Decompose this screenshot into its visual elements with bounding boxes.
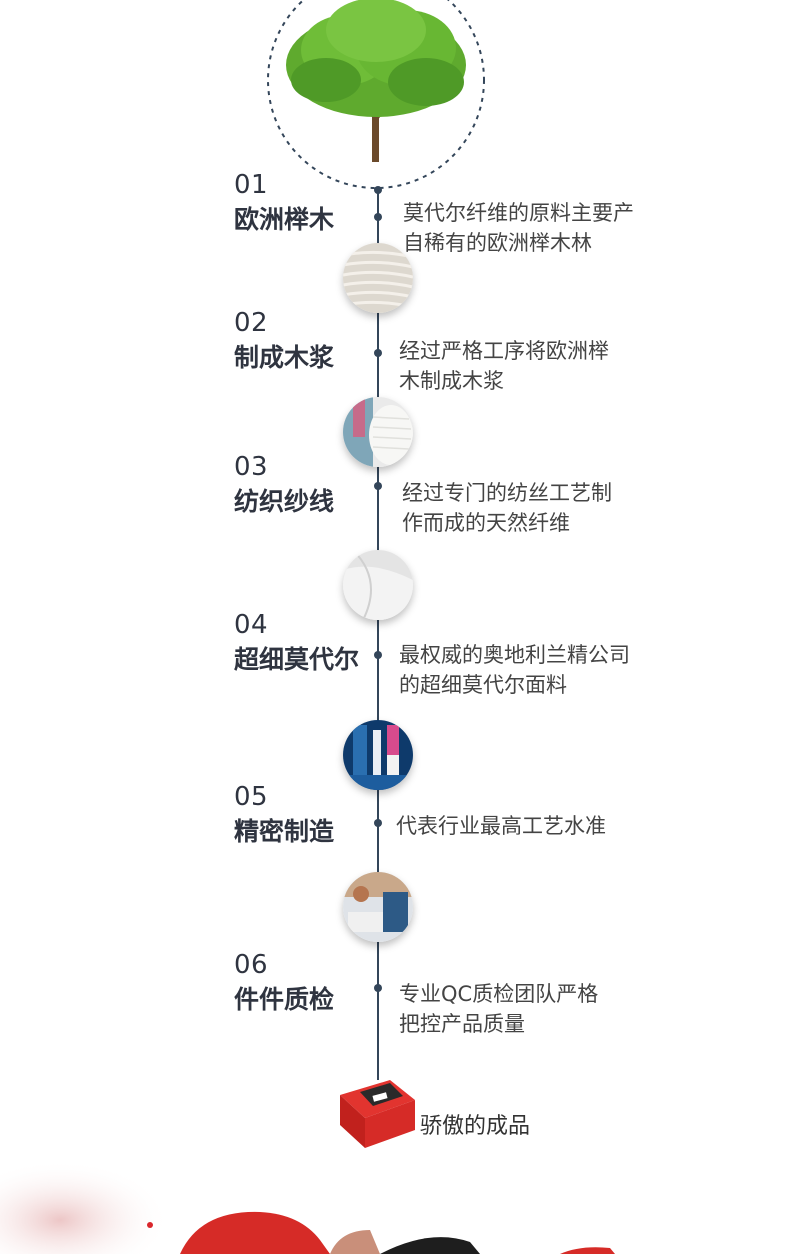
tree-icon	[266, 0, 486, 190]
yarn-icon	[343, 397, 413, 467]
step-description: 莫代尔纤维的原料主要产 自稀有的欧洲榉木林	[403, 198, 678, 258]
step-number: 06	[234, 950, 269, 980]
step-description: 经过严格工序将欧洲榉 木制成木浆	[399, 336, 674, 396]
wood-pulp-icon	[343, 243, 413, 313]
timeline-dot	[374, 213, 382, 221]
step-description-line: 专业QC质检团队严格	[399, 982, 599, 1006]
timeline-dot	[374, 651, 382, 659]
step-description: 专业QC质检团队严格 把控产品质量	[399, 979, 674, 1039]
fabric-icon	[343, 550, 413, 620]
step-description: 经过专门的纺丝工艺制 作而成的天然纤维	[402, 478, 677, 538]
step-number: 04	[234, 610, 269, 640]
step-number: 05	[234, 782, 269, 812]
timeline-line	[377, 190, 379, 1080]
inspection-icon	[343, 872, 413, 942]
timeline-dot	[374, 819, 382, 827]
step-description-line: 代表行业最高工艺水准	[396, 814, 606, 838]
step-description-line: 作而成的天然纤维	[402, 511, 570, 535]
step-number: 01	[234, 170, 269, 200]
step-description-line: 的超细莫代尔面料	[399, 673, 567, 697]
step-title: 制成木浆	[234, 343, 335, 372]
step-title: 件件质检	[234, 985, 335, 1014]
timeline-dot	[374, 349, 382, 357]
step-description-line: 最权威的奥地利兰精公司	[399, 643, 630, 667]
step-description-line: 把控产品质量	[399, 1012, 525, 1036]
timeline-dot	[374, 186, 382, 194]
product-box-icon	[335, 1070, 420, 1150]
step-description-line: 木制成木浆	[399, 369, 504, 393]
step-description-line: 莫代尔纤维的原料主要产	[403, 201, 634, 225]
timeline-dot	[374, 482, 382, 490]
factory-icon	[343, 720, 413, 790]
step-title: 欧洲榉木	[234, 205, 335, 234]
step-description-line: 经过严格工序将欧洲榉	[399, 339, 609, 363]
step-description-line: 自稀有的欧洲榉木林	[403, 231, 592, 255]
step-number: 03	[234, 452, 269, 482]
step-description-line: 经过专门的纺丝工艺制	[402, 481, 612, 505]
step-description: 最权威的奥地利兰精公司 的超细莫代尔面料	[399, 640, 679, 700]
step-number: 02	[234, 308, 269, 338]
step-title: 精密制造	[234, 817, 335, 846]
step-description: 代表行业最高工艺水准	[396, 811, 686, 841]
step-title: 纺织纱线	[234, 487, 335, 516]
final-product-label: 骄傲的成品	[420, 1114, 531, 1139]
step-title: 超细莫代尔	[234, 645, 360, 674]
timeline-dot	[374, 984, 382, 992]
decorative-illustration	[0, 1150, 790, 1258]
